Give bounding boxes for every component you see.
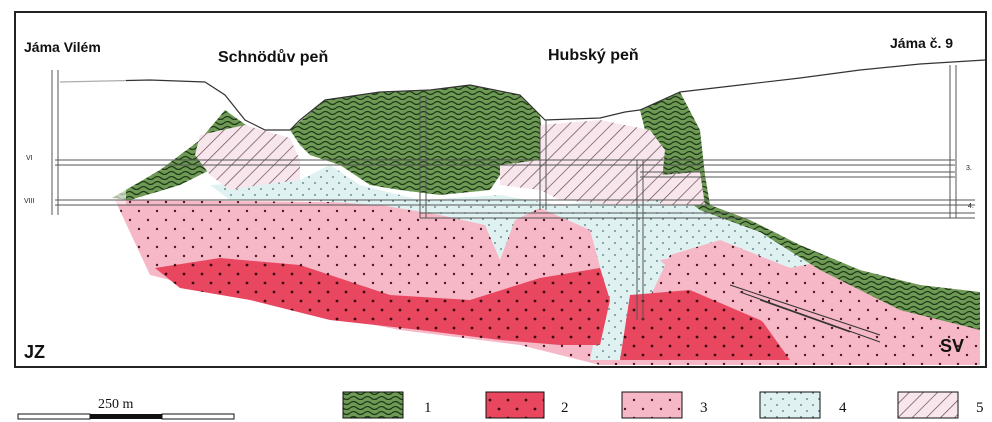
legend-number-3: 3: [700, 400, 708, 416]
left-fade: [16, 75, 126, 205]
legend-item-3: 3: [622, 392, 708, 418]
legend-number-5: 5: [976, 400, 984, 416]
legend-number-2: 2: [561, 400, 569, 416]
label-shaft-right: Jáma č. 9: [890, 35, 953, 51]
label-direction-left: JZ: [24, 342, 45, 362]
legend-item-1: 1: [343, 392, 432, 418]
label-level-right-upper: 3.: [966, 165, 972, 172]
label-level-left-upper: VI: [26, 155, 33, 162]
legend-item-2: 2: [486, 392, 569, 418]
legend-item-5: 5: [898, 392, 984, 418]
legend: 1 2 3 4 5: [343, 392, 984, 418]
scale-bar-label: 250 m: [98, 397, 134, 412]
legend-number-4: 4: [839, 400, 847, 416]
label-level-right-lower: 4.: [968, 203, 974, 210]
label-shaft-left: Jáma Vilém: [24, 39, 101, 55]
layer-5-hatched-left: [195, 125, 300, 190]
label-stock-right: Hubský peň: [548, 47, 639, 64]
label-level-left-lower: VIII: [24, 198, 35, 205]
label-direction-right: SV: [940, 336, 964, 356]
label-stock-left: Schnödův peň: [218, 49, 328, 66]
legend-number-1: 1: [424, 400, 432, 416]
scale-bar: 250 m: [18, 397, 234, 419]
legend-item-4: 4: [760, 392, 847, 418]
